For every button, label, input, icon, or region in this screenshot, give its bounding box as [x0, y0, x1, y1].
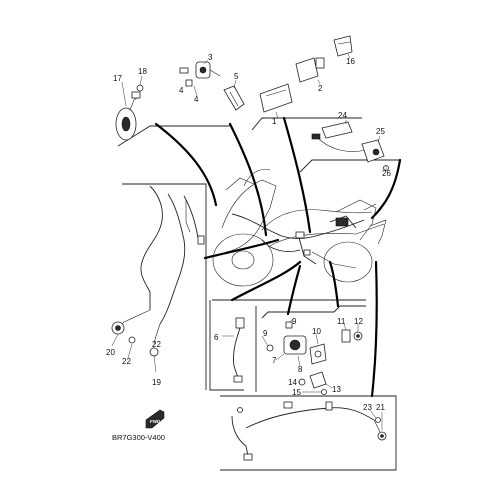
callout-14: 14 — [288, 378, 297, 387]
callout-7: 7 — [272, 356, 277, 365]
callout-6: 6 — [214, 333, 219, 342]
rear-sensor-cable-21-23: 23 21 — [231, 401, 387, 461]
callout-25: 25 — [376, 127, 385, 136]
callout-21: 21 — [376, 403, 385, 412]
callout-4b: 4 — [194, 95, 199, 104]
callout-3: 3 — [208, 53, 213, 62]
parts-13-14-15: 14 15 13 — [288, 371, 341, 397]
horn-part: 17 — [113, 74, 141, 141]
callout-22a: 22 — [122, 357, 131, 366]
licence-light-24-25-26: 24 25 26 — [311, 111, 391, 178]
front-sensor-cable-19-20-22: 20 22 22 19 — [106, 185, 205, 387]
callout-1: 1 — [272, 117, 277, 126]
callout-15: 15 — [292, 388, 301, 397]
callout-26: 26 — [382, 169, 391, 178]
relay-parts-1-2-16: 1 2 16 — [259, 35, 355, 126]
callout-2: 2 — [318, 84, 323, 93]
sensor-part-6: 6 — [214, 317, 245, 383]
callout-20: 20 — [106, 348, 115, 357]
fwd-label: FWD — [150, 419, 161, 424]
section-dividers — [117, 117, 400, 471]
callout-9a: 9 — [292, 317, 297, 326]
callout-19: 19 — [152, 378, 161, 387]
diagram-code: BR7G300-V400 — [112, 433, 165, 442]
callout-23: 23 — [363, 403, 372, 412]
section-leaders — [154, 116, 402, 398]
callout-22b: 22 — [152, 340, 161, 349]
sensor-cluster-7-10: 9 9 7 8 10 — [261, 317, 327, 374]
callout-24: 24 — [338, 111, 347, 120]
callout-18: 18 — [138, 67, 147, 76]
callout-9b: 9 — [263, 329, 268, 338]
callout-17: 17 — [113, 74, 122, 83]
callout-10: 10 — [312, 327, 321, 336]
callout-5: 5 — [234, 72, 239, 81]
sensor-cluster-3-4-5: 3 4 4 5 — [179, 53, 245, 111]
callout-8: 8 — [298, 365, 303, 374]
callout-13: 13 — [332, 385, 341, 394]
sensors-11-12: 11 12 — [337, 317, 363, 343]
fwd-arrow-icon: FWD — [145, 409, 165, 429]
callout-11: 11 — [337, 317, 346, 326]
callout-4a: 4 — [179, 86, 184, 95]
motorcycle-outline — [212, 169, 387, 287]
bolt-part-18: 18 — [136, 67, 147, 92]
callout-12: 12 — [354, 317, 363, 326]
callout-16: 16 — [346, 57, 355, 66]
